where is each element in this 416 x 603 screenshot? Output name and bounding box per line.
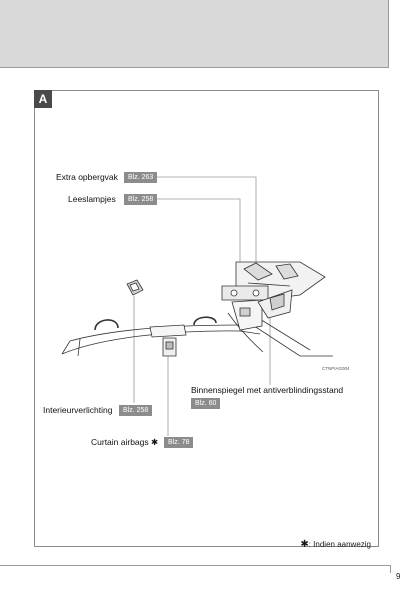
- section-badge: A: [34, 90, 52, 108]
- page-number: 9: [396, 572, 401, 581]
- bottom-rule: [0, 565, 391, 566]
- ref-curtain-airbags: Blz. 78: [164, 437, 194, 448]
- label-extra-opbergvak: Extra opbergvak: [56, 172, 118, 182]
- label-binnenspiegel: Binnenspiegel met antiverblindingsstand: [191, 385, 344, 395]
- ref-leeslampjes: Blz. 258: [124, 194, 158, 205]
- illustration-frame: [34, 90, 379, 547]
- label-curtain-airbags: Curtain airbags ✱: [91, 437, 158, 448]
- footnote: ✱: Indien aanwezig: [300, 539, 371, 550]
- footnote-symbol-icon: ✱: [300, 539, 309, 550]
- page-number-divider: [390, 565, 391, 573]
- ref-interieurverlichting: Blz. 258: [119, 405, 153, 416]
- leader-extra-opbergvak: [157, 176, 257, 262]
- label-interieurverlichting: Interieurverlichting: [43, 405, 113, 415]
- figure-code: CTNPIAG004: [322, 366, 350, 371]
- ref-binnenspiegel: Blz. 60: [191, 398, 221, 409]
- ref-extra-opbergvak: Blz. 263: [124, 172, 158, 183]
- footnote-text: : Indien aanwezig: [308, 540, 371, 549]
- optional-marker-icon: ✱: [151, 437, 159, 447]
- label-leeslampjes: Leeslampjes: [68, 194, 116, 204]
- header-band: [0, 0, 389, 68]
- curtain-airbags-text: Curtain airbags: [91, 437, 149, 447]
- leader-leeslampjes: [157, 198, 241, 262]
